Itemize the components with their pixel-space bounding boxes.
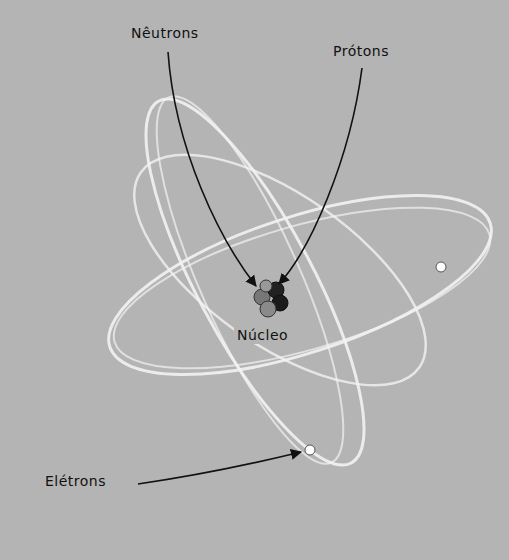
orbit	[98, 111, 463, 429]
electron	[305, 445, 315, 455]
nucleus	[254, 280, 288, 317]
electron	[436, 262, 446, 272]
part-label: Elétrons	[42, 472, 109, 490]
orbit	[108, 74, 403, 490]
neutron	[260, 280, 272, 292]
leader-line	[138, 452, 301, 484]
orbit	[89, 159, 509, 412]
part-label: Nêutrons	[128, 24, 202, 42]
orbit	[123, 77, 377, 483]
part-label: Núcleo	[234, 326, 291, 344]
leaders	[138, 52, 362, 484]
leader-line	[168, 52, 256, 286]
leader-line	[279, 68, 362, 284]
neutron	[260, 301, 276, 317]
orbits	[89, 74, 509, 490]
part-label: Prótons	[330, 42, 392, 60]
